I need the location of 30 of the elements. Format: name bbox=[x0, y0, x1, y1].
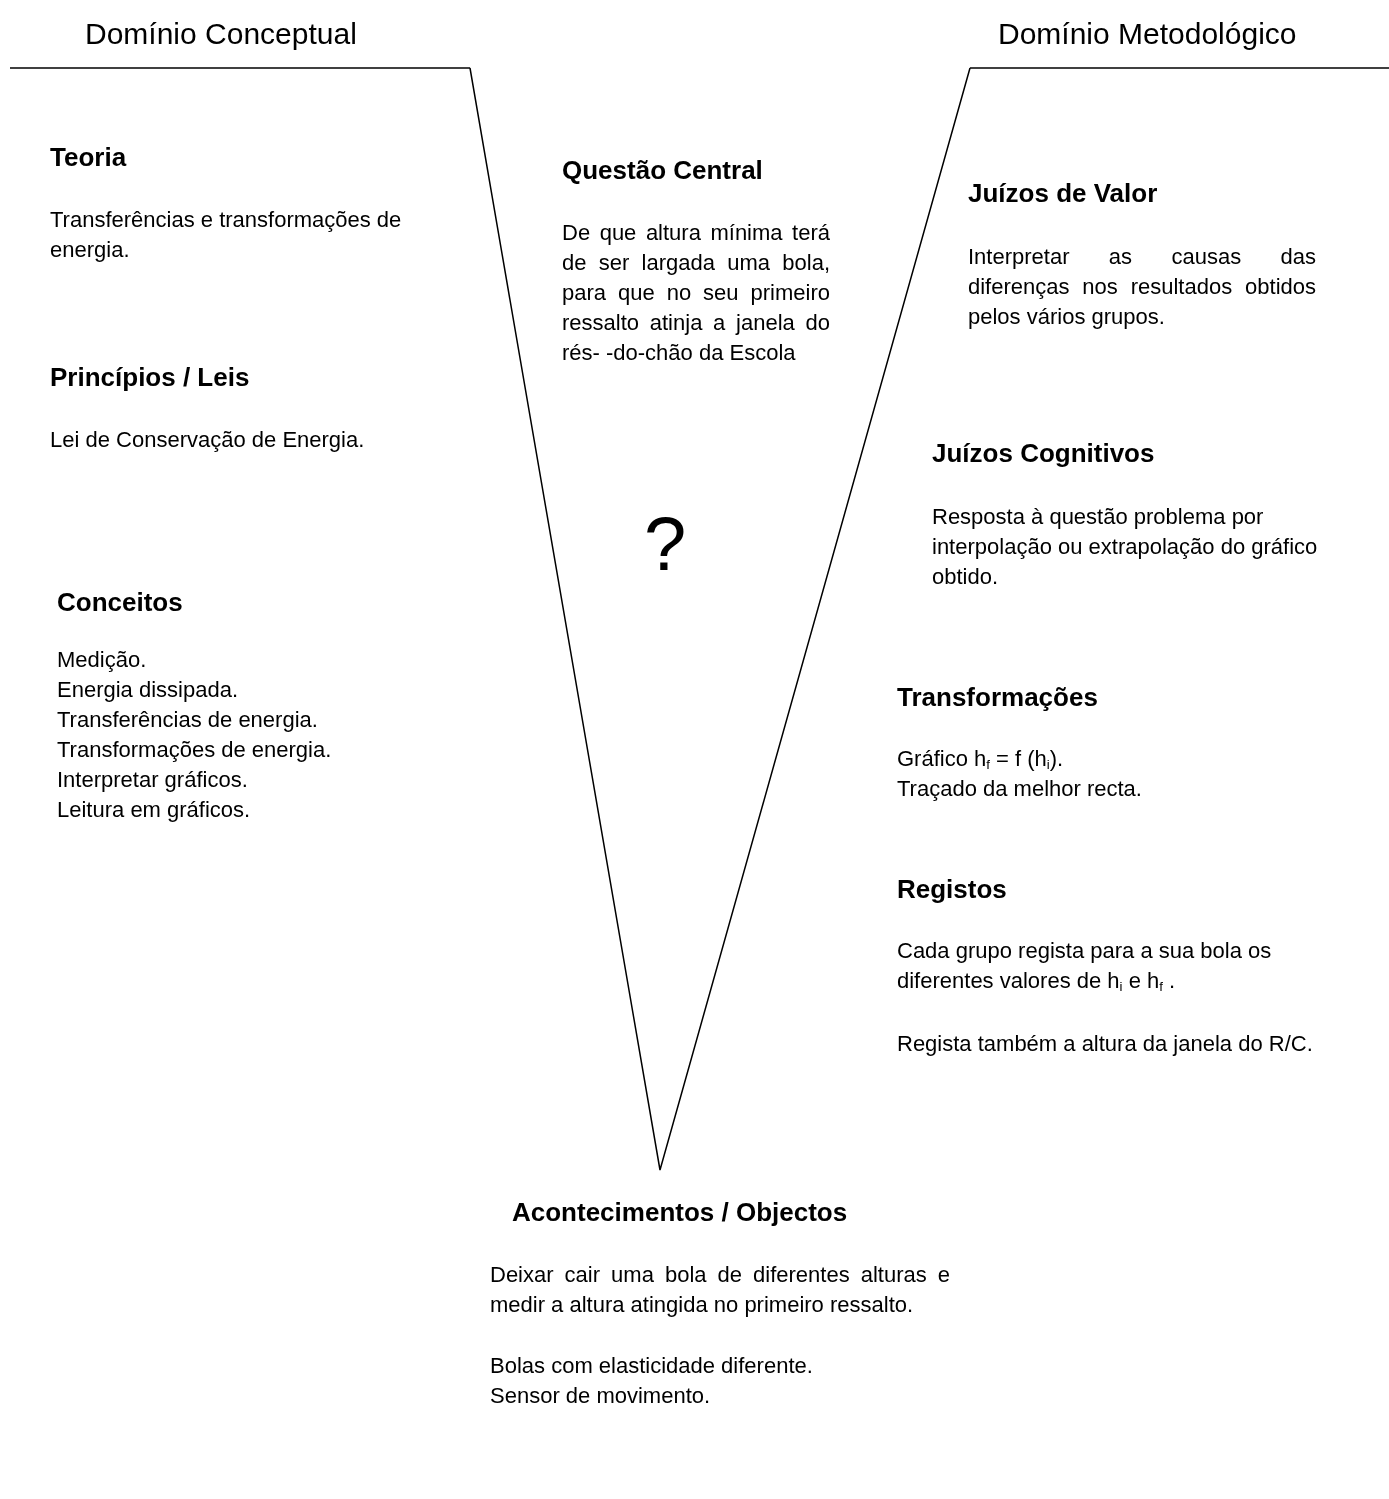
text: De que altura mínima terá de ser largada uma bola, para que no seu primeiro ressalto atinja a janela do rés- -do-chão da Escola bbox=[562, 219, 830, 367]
text: Lei de Conservação de Energia. bbox=[50, 426, 366, 454]
text: Traçado da melhor recta. bbox=[897, 775, 1143, 803]
heading: Domínio Conceptual bbox=[85, 16, 358, 52]
text: Medição. bbox=[57, 646, 148, 674]
text: Interpretar gráficos. bbox=[57, 766, 249, 794]
text: Bolas com elasticidade diferente. bbox=[490, 1352, 814, 1380]
heading: Registos bbox=[897, 873, 1008, 906]
text: Transferências e transformações de energia. bbox=[50, 206, 403, 264]
text: Gráfico h$_{f}$ = f (h$_{i}$). bbox=[897, 745, 1065, 774]
heading: Teoria bbox=[50, 141, 128, 174]
heading: Princípios / Leis bbox=[50, 361, 251, 394]
text: Transformações de energia. bbox=[57, 736, 333, 764]
text: Transferências de energia. bbox=[57, 706, 319, 734]
text: Cada grupo regista para a sua bola os diferentes valores de h$_{i}$ e h$_{f}$ . bbox=[897, 937, 1273, 996]
heading: Domínio Metodológico bbox=[998, 16, 1298, 52]
text: Sensor de movimento. bbox=[490, 1382, 712, 1410]
text: Energia dissipada. bbox=[57, 676, 239, 704]
text: Leitura em gráficos. bbox=[57, 796, 252, 824]
heading: Questão Central bbox=[562, 154, 764, 187]
heading: Conceitos bbox=[57, 586, 184, 619]
heading: Transformações bbox=[897, 681, 1099, 714]
text: Regista também a altura da janela do R/C. bbox=[897, 1030, 1314, 1058]
text: Interpretar as causas das diferenças nos resultados obtidos pelos vários grupos. bbox=[968, 243, 1316, 331]
heading: Juízos de Valor bbox=[968, 177, 1159, 210]
text: Resposta à questão problema por interpolação ou extrapolação do gráfico obtido. bbox=[932, 503, 1319, 591]
heading: Juízos Cognitivos bbox=[932, 437, 1156, 470]
question-mark: ? bbox=[644, 506, 688, 582]
heading: Acontecimentos / Objectos bbox=[512, 1196, 849, 1229]
text: Deixar cair uma bola de diferentes alturas e medir a altura atingida no primeiro ressalto. bbox=[490, 1261, 950, 1319]
